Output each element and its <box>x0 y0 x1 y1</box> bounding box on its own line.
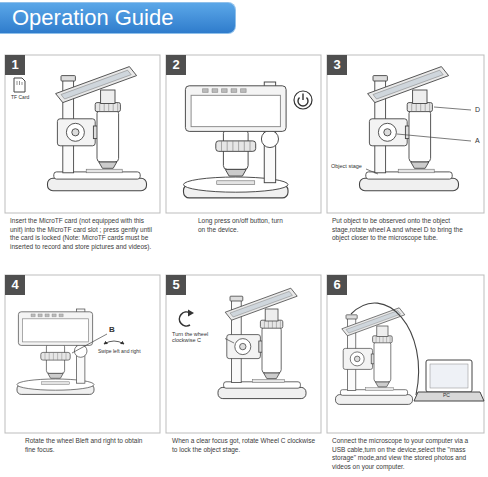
step-number-box: 3 <box>327 55 347 75</box>
step-instruction: Connect the microscope to your computer … <box>327 437 484 471</box>
laptop-base <box>414 392 484 401</box>
microscope <box>360 67 459 191</box>
step-number: 5 <box>166 275 186 295</box>
part-label: PC <box>442 393 451 399</box>
step-panel: Put object to be observed onto the objec… <box>327 55 484 243</box>
microscope <box>48 67 147 191</box>
panel-border <box>327 55 484 213</box>
panel-border <box>166 55 321 213</box>
laptop-display <box>430 364 468 388</box>
tf-card-icon <box>14 78 25 92</box>
part-label: Object stage <box>330 163 363 169</box>
step-number: 6 <box>327 275 347 295</box>
leader-line <box>366 169 378 174</box>
step-panel: Long press on/off button, turn on the de… <box>166 55 321 234</box>
part-label: Turn the wheel clockwise C <box>171 331 225 344</box>
step-number-box: 5 <box>166 275 186 295</box>
rotate-arrow-head <box>188 310 194 317</box>
step-number: 3 <box>327 55 347 75</box>
title-banner: Operation Guide <box>0 2 236 34</box>
step-number-box: 2 <box>166 55 186 75</box>
leader-line <box>397 134 471 141</box>
step-number-box: 4 <box>5 275 25 295</box>
step-number: 4 <box>5 275 25 295</box>
part-label: B <box>108 325 116 334</box>
swipe-arrow <box>104 341 124 344</box>
power-icon <box>302 94 303 101</box>
panel-border <box>5 275 160 433</box>
step-number-box: 6 <box>327 275 347 295</box>
part-label: A <box>474 137 481 145</box>
panel-border <box>166 275 321 433</box>
microscope <box>218 288 306 398</box>
step-number: 2 <box>166 55 186 75</box>
part-label: Swipe left and right <box>97 349 142 355</box>
laptop-screen <box>426 360 472 392</box>
step-panel: Connect the microscope to your computer … <box>327 275 484 471</box>
step-instruction: Rotate the wheel Bleft and right to obta… <box>5 437 160 454</box>
microscope <box>336 308 413 405</box>
part-label: TF Card <box>10 95 30 101</box>
usb-cable <box>351 303 419 395</box>
step-panel: When a clear focus got, rotate Wheel C c… <box>166 275 321 454</box>
power-icon <box>294 91 312 109</box>
step-instruction: Long press on/off button, turn on the de… <box>166 217 321 234</box>
step-instruction: When a clear focus got, rotate Wheel C c… <box>166 437 321 454</box>
step-number-box: 1 <box>5 55 25 75</box>
leader-line <box>224 338 234 343</box>
step-panel: Insert the MicroTF card (not equipped wi… <box>5 55 160 251</box>
step-instruction: Insert the MicroTF card (not equipped wi… <box>5 217 160 251</box>
tf-card-pins <box>17 81 22 85</box>
leader-line <box>434 107 471 110</box>
step-instruction: Put object to be observed onto the objec… <box>327 217 484 243</box>
part-label: D <box>474 106 481 114</box>
step-number: 1 <box>5 55 25 75</box>
panel-border <box>5 55 160 213</box>
step-panel: Rotate the wheel Bleft and right to obta… <box>5 275 160 454</box>
panel-border <box>327 275 484 433</box>
microscope <box>17 309 94 394</box>
microscope <box>184 82 289 198</box>
